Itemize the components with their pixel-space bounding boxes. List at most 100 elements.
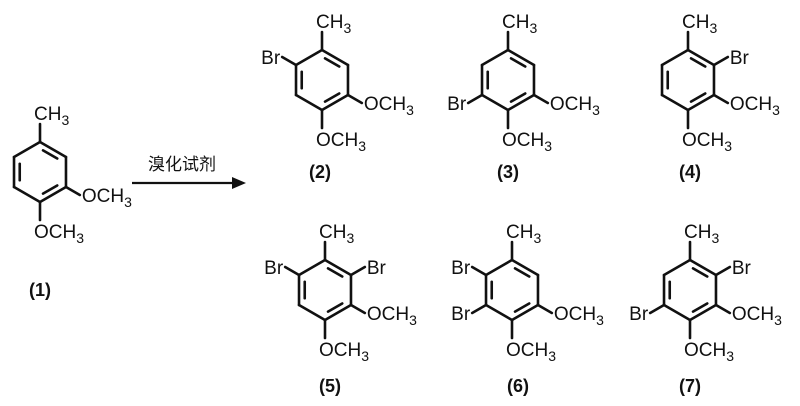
methyl-label: CH3 [319, 222, 354, 246]
ring-bond [294, 48, 324, 67]
ring-bond [480, 48, 510, 67]
substituent-bond [714, 265, 732, 277]
ring-bond [12, 185, 42, 204]
double-bond [326, 267, 344, 278]
bromo-label: Br [732, 258, 752, 279]
methyl-label: CH3 [682, 12, 717, 36]
ring-bond [510, 258, 540, 277]
substituent-bond [349, 303, 367, 315]
methoxy-label: OCH3 [34, 222, 84, 246]
substituent-bond [648, 303, 666, 315]
methyl-label: CH3 [506, 222, 541, 246]
substituent-bond [466, 93, 484, 105]
double-bond [326, 302, 344, 313]
ring-bond [294, 93, 324, 112]
bromo-label: Br [629, 304, 649, 325]
ring-bond [688, 303, 718, 322]
methoxy-label: OCH3 [502, 130, 552, 154]
ring-bond [506, 48, 536, 67]
substituent-bond [536, 303, 554, 315]
compound-number: (7) [679, 376, 701, 396]
substituent-bond [346, 93, 364, 105]
substituent-bond [532, 93, 550, 105]
substituent-bond [712, 93, 730, 105]
double-bond [689, 57, 707, 68]
methoxy-label: OCH3 [550, 94, 600, 118]
double-bond [41, 184, 59, 195]
double-bond [513, 267, 531, 278]
substituent-bond [470, 303, 488, 315]
substituent-bond [712, 55, 730, 67]
substituent-bond [64, 185, 82, 197]
bromo-label: Br [451, 258, 471, 279]
compound-number: (3) [497, 162, 519, 182]
ring-bond [323, 303, 353, 322]
compound-number: (5) [319, 376, 341, 396]
double-bond [691, 267, 709, 278]
bromo-label: Br [451, 304, 471, 325]
methyl-label: CH3 [684, 222, 719, 246]
compound-number: (6) [507, 376, 529, 396]
bromo-label: Br [730, 48, 750, 69]
double-bond [689, 92, 707, 103]
double-bond [509, 92, 527, 103]
substituent-bond [714, 303, 732, 315]
ring-bond [484, 303, 514, 322]
substituent-bond [280, 55, 298, 67]
ring-bond [12, 140, 42, 159]
compound-number: (2) [309, 162, 331, 182]
double-bond [41, 149, 59, 160]
ring-bond [686, 93, 716, 112]
methyl-label: CH3 [34, 104, 69, 128]
methoxy-label: OCH3 [682, 130, 732, 154]
methoxy-label: OCH3 [732, 304, 782, 328]
bromo-label: Br [447, 94, 467, 115]
ring-bond [686, 48, 716, 67]
ring-bond [662, 303, 692, 322]
methoxy-label: OCH3 [730, 94, 780, 118]
double-bond [691, 302, 709, 313]
methoxy-label: OCH3 [82, 186, 132, 210]
ring-bond [323, 258, 353, 277]
methoxy-label: OCH3 [684, 340, 734, 364]
compound-number: (1) [29, 280, 51, 300]
bromo-label: Br [264, 258, 284, 279]
ring-bond [660, 93, 690, 112]
bromo-label: Br [367, 258, 387, 279]
substituent-bond [349, 265, 367, 277]
methoxy-label: OCH3 [319, 340, 369, 364]
ring-bond [297, 258, 327, 277]
ring-bond [510, 303, 540, 322]
ring-bond [662, 258, 692, 277]
methyl-label: CH3 [316, 12, 351, 36]
substituent-bond [283, 265, 301, 277]
ring-bond [660, 48, 690, 67]
ring-bond [688, 258, 718, 277]
double-bond [509, 57, 527, 68]
methoxy-label: OCH3 [316, 130, 366, 154]
ring-bond [38, 185, 68, 204]
ring-bond [38, 140, 68, 159]
double-bond [323, 57, 341, 68]
methoxy-label: OCH3 [364, 94, 414, 118]
ring-bond [320, 48, 350, 67]
methoxy-label: OCH3 [367, 304, 417, 328]
double-bond [513, 302, 531, 313]
ring-bond [506, 93, 536, 112]
compound-number: (4) [679, 162, 701, 182]
double-bond [323, 92, 341, 103]
methoxy-label: OCH3 [554, 304, 604, 328]
reaction-arrowhead [232, 177, 246, 189]
methoxy-label: OCH3 [506, 340, 556, 364]
methyl-label: CH3 [502, 12, 537, 36]
bromo-label: Br [261, 48, 281, 69]
ring-bond [297, 303, 327, 322]
